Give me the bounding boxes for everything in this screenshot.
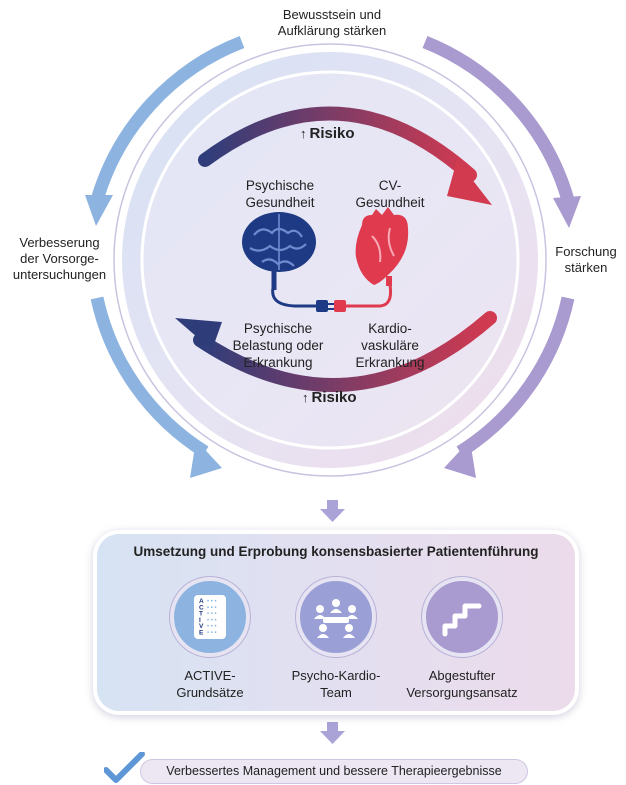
stairs-icon (422, 577, 502, 657)
brain-icon (242, 212, 316, 290)
implementation-panel: Umsetzung und Erprobung konsensbasierter… (93, 530, 579, 715)
label-research: Forschung stärken (555, 244, 617, 275)
item-stepped-care-label: Abgestufter Versorgungsansatz (406, 668, 518, 700)
item-active: A• • •C• • •T• • •I• • •V• • •E• • • ACT… (135, 577, 285, 701)
label-screening: Verbesserung der Vorsorge- untersuchunge… (12, 235, 107, 282)
risk-arc-bottom (175, 311, 497, 392)
risk-label-bottom: ↑Risiko (302, 389, 357, 406)
label-mental-disease: Psychische Belastung oder Erkrankung (232, 321, 324, 370)
risk-arc-top (198, 106, 492, 205)
down-arrow-1 (320, 500, 345, 522)
checklist-letter: T (199, 611, 203, 618)
arrow-top-left (85, 35, 245, 226)
label-cv-disease: Kardio- vaskuläre Erkrankung (355, 321, 425, 370)
checklist-dots: • • • (207, 631, 217, 637)
checklist-dots: • • • (207, 624, 217, 630)
risk-top-text: Risiko (309, 125, 355, 142)
risk-bottom-text: Risiko (311, 389, 357, 406)
item-team-label: Psycho-Kardio- Team (291, 668, 381, 700)
up-arrow-icon: ↑ (300, 126, 307, 141)
outcome-box: Verbessertes Management und bessere Ther… (141, 760, 527, 783)
plug-icon (316, 300, 346, 312)
checklist-letter: I (199, 617, 201, 624)
team-meeting-icon (296, 577, 376, 657)
up-arrow-icon: ↑ (302, 390, 309, 405)
item-active-label: ACTIVE- Grundsätze (176, 668, 244, 700)
arrow-bottom-left (90, 296, 222, 478)
label-awareness: Bewusstsein und Aufklärung stärken (277, 7, 387, 38)
arrow-top-right (422, 35, 581, 228)
label-cv-health: CV- Gesundheit (355, 178, 425, 210)
outcome-text: Verbessertes Management und bessere Ther… (166, 764, 502, 778)
checklist-dots: • • • (207, 618, 217, 624)
panel-title: Umsetzung und Erprobung konsensbasierter… (133, 544, 539, 559)
checklist-letter: E (199, 630, 204, 637)
down-arrow-2 (320, 722, 345, 744)
heart-icon (355, 207, 409, 286)
checklist-letter: A (199, 598, 204, 605)
item-stepped-care: Abgestufter Versorgungsansatz (387, 577, 537, 701)
checkmark-icon (104, 752, 145, 783)
checklist-dots: • • • (207, 599, 217, 605)
checklist-dots: • • • (207, 612, 217, 618)
label-mental-health: Psychische Gesundheit (245, 178, 315, 210)
arrow-bottom-right (444, 296, 575, 478)
checklist-letter: C (199, 604, 204, 611)
checklist-dots: • • • (207, 605, 217, 611)
checklist-icon: A• • •C• • •T• • •I• • •V• • •E• • • (170, 577, 250, 657)
risk-label-top: ↑Risiko (300, 125, 355, 142)
item-team: Psycho-Kardio- Team (261, 577, 411, 701)
checklist-letter: V (199, 623, 204, 630)
